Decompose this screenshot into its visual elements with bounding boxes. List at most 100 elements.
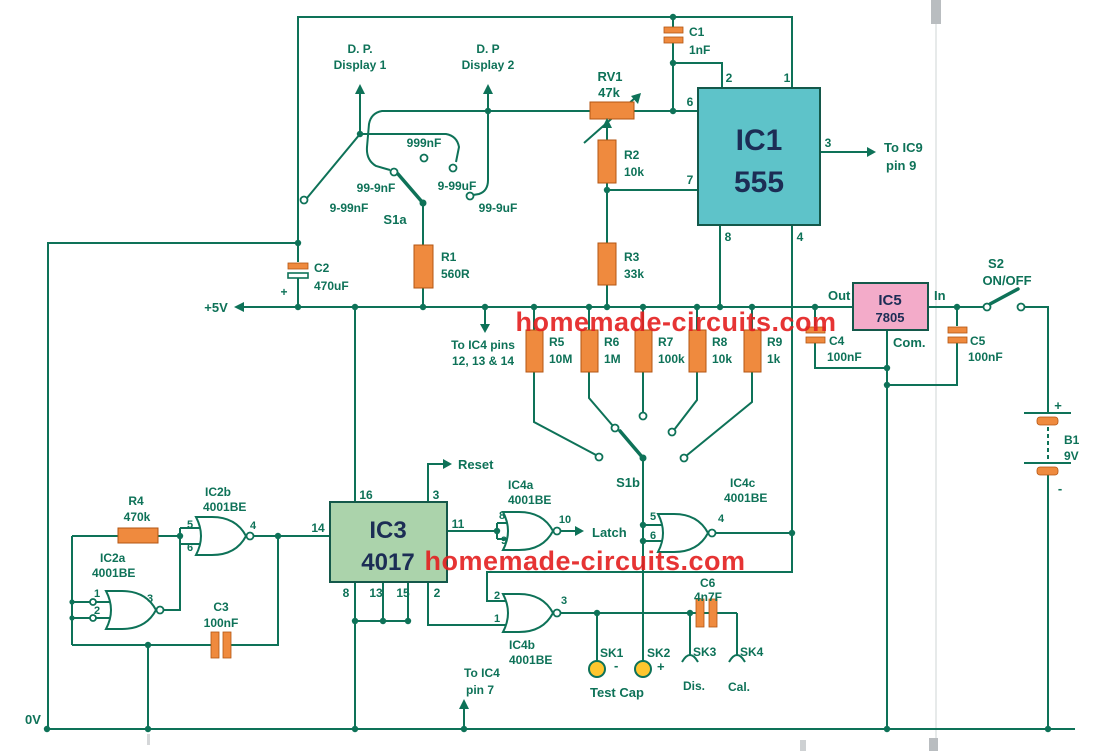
ic4a-pin8: 8 [499,510,505,522]
battery-name: B1 [1064,433,1080,447]
ic5-pin-com: Com. [893,335,926,350]
ic2a-pin2: 2 [94,605,100,617]
ic2b-part: 4001BE [203,500,246,514]
r3-name: R3 [624,250,640,264]
s2-mode: ON/OFF [982,273,1031,288]
capacitor-c1 [663,26,684,44]
resistor-r9 [743,329,762,373]
ic1-pin6: 6 [687,95,694,109]
r4-name: R4 [128,494,144,508]
c6-value: 4n7F [694,590,722,604]
r6-name: R6 [604,335,620,349]
display2-label-line2: Display 2 [462,58,515,72]
gate-ic4b [501,593,562,633]
ic3-part: 4017 [361,549,414,576]
r2-name: R2 [624,148,640,162]
resistor-r4 [117,527,159,544]
sk2-sign: + [657,659,665,674]
to-ic4-pin7-line1: To IC4 [464,666,500,680]
ic4b-pin3: 3 [561,595,567,607]
ic3-pin14: 14 [311,521,325,535]
ic1-555-block [697,87,821,226]
ic5-7805-block [852,282,929,331]
ic1-pin3: 3 [825,136,832,150]
c5-name: C5 [970,334,986,348]
ic1-pin4: 4 [797,230,804,244]
ic5-part: 7805 [876,310,905,325]
gate-ic2b [194,516,255,556]
to-ic4-pins-line2: 12, 13 & 14 [452,354,514,368]
dis-label: Dis. [683,679,705,693]
to-ic4-pins-line1: To IC4 pins [451,338,515,352]
resistor-r8 [688,329,707,373]
sk1-label: SK1 [600,646,624,660]
ic5-name: IC5 [878,292,901,309]
ic2b-name: IC2b [205,485,231,499]
display1-label-line2: Display 1 [334,58,387,72]
display2-label-line1: D. P [476,42,499,56]
battery-minus: - [1058,481,1062,496]
wire-network [45,16,1075,730]
r8-name: R8 [712,335,728,349]
plus5v-label: +5V [204,300,228,315]
display1-label-line1: D. P. [347,42,372,56]
s1a-label: S1a [383,212,407,227]
gate-ic4c [656,513,717,553]
ic3-pin15: 15 [396,586,410,600]
to-ic4-pin7-line2: pin 7 [466,683,494,697]
latch-label: Latch [592,525,627,540]
scan-artifact-bottom-left [147,734,150,745]
socket-sk1 [588,660,606,678]
r3-value: 33k [624,267,644,281]
ic2a-part: 4001BE [92,566,135,580]
ic2b-pin4: 4 [250,520,257,532]
resistor-r3 [597,242,617,286]
ic3-name: IC3 [369,517,406,544]
c3-value: 100nF [204,616,239,630]
r6-value: 1M [604,352,621,366]
battery-plus: + [1054,398,1062,413]
ic5-pin-out: Out [828,288,851,303]
ic3-pin11: 11 [452,517,465,531]
ic1-pin2: 2 [726,71,733,85]
ic3-pin8: 8 [343,586,350,600]
ic4a-pin9: 9 [501,535,507,547]
ic4a-part: 4001BE [508,493,551,507]
capacitor-c5 [947,326,968,344]
resistor-r6 [580,329,599,373]
socket-sk2 [634,660,652,678]
to-ic9-line2: pin 9 [886,158,916,173]
ic5-pin-in: In [934,288,946,303]
r1-name: R1 [441,250,457,264]
ic4c-pin6: 6 [650,530,656,542]
scan-artifact-bottom [929,738,938,751]
watermark-top: homemade-circuits.com [515,307,836,337]
ic2b-pin6: 6 [187,542,193,554]
ic4b-pin1: 1 [494,613,500,625]
ic4c-pin4: 4 [718,513,725,525]
ic2a-pin3: 3 [147,593,153,605]
ic2a-name: IC2a [100,551,126,565]
c1-value: 1nF [689,43,710,57]
r4-value: 470k [124,510,151,524]
c3-name: C3 [213,600,229,614]
c4-name: C4 [829,334,845,348]
s1a-pos-9-99nF: 9-99nF [330,201,369,215]
ic4b-name: IC4b [509,638,535,652]
ic4b-part: 4001BE [509,653,552,667]
resistor-r5 [525,329,544,373]
gate-ic4a [501,511,562,551]
ic1-name: IC1 [736,124,783,157]
arrowheads [234,84,876,709]
c2-name: C2 [314,261,330,275]
r9-name: R9 [767,335,783,349]
s1b-label: S1b [616,475,640,490]
ic3-pin13: 13 [369,586,383,600]
ic1-pin8: 8 [725,230,732,244]
zerov-label: 0V [25,712,41,727]
ic2a-pin1: 1 [94,588,100,600]
c4-value: 100nF [827,350,862,364]
ic3-pin16: 16 [359,488,373,502]
